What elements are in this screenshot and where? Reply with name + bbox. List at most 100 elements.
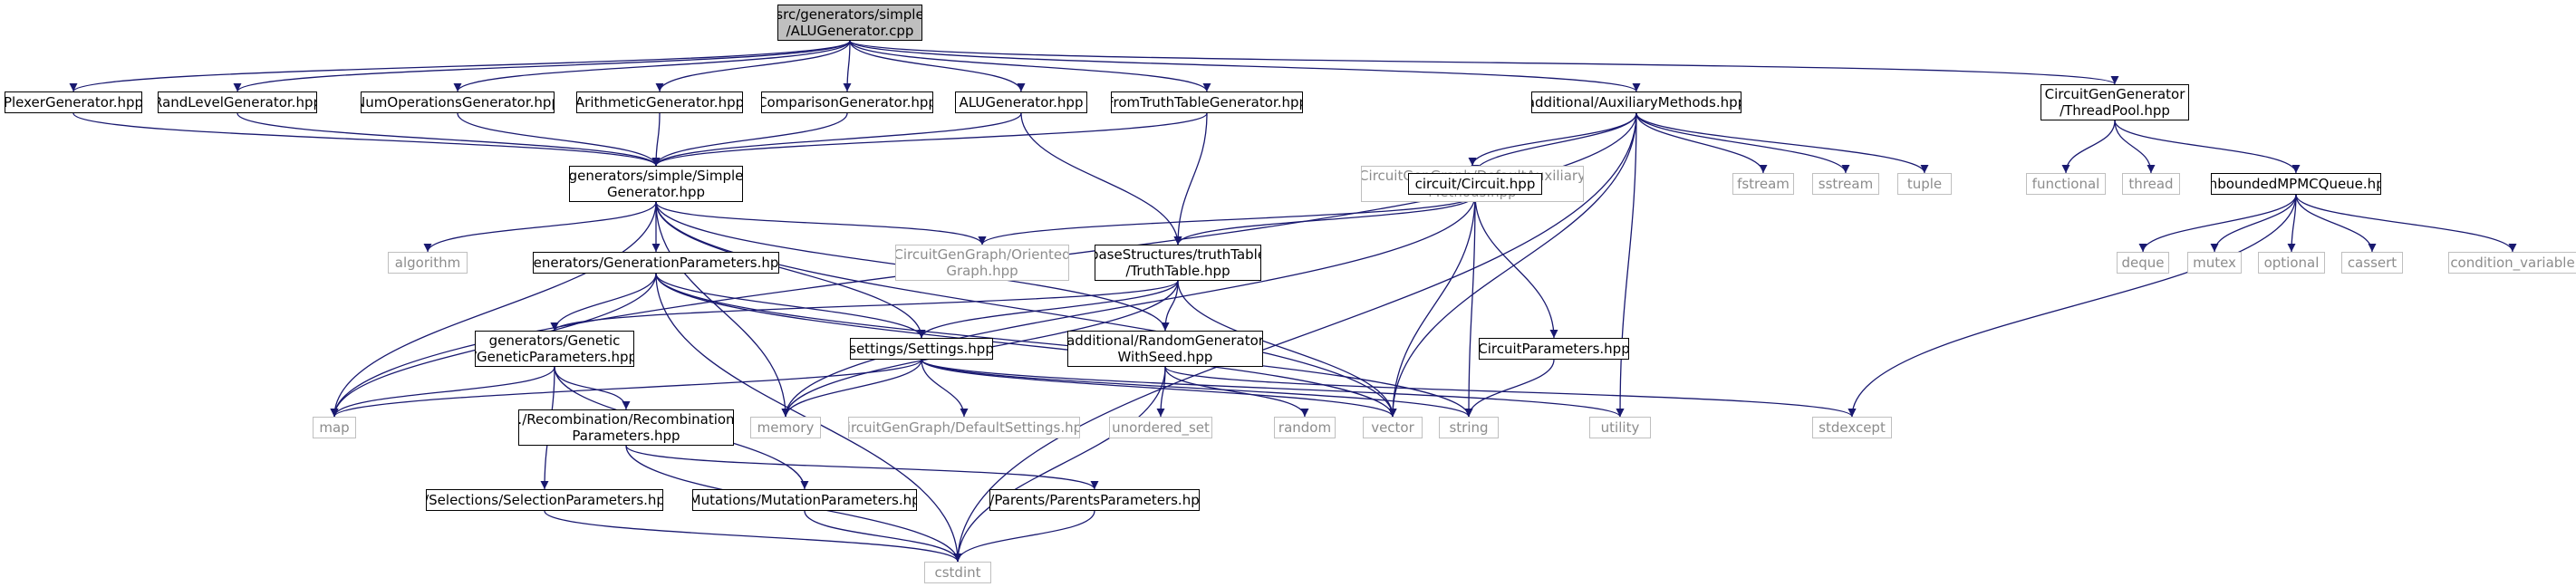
node-genparams[interactable]: generators/GenerationParameters.hpp [533,252,779,274]
node-label: map [319,419,350,436]
node-label: optional [2263,255,2320,271]
node-fstream: fstream [1732,173,1794,195]
edge-circparams-to-string [1464,359,1555,418]
edge-root-to-threadpool [849,40,2119,85]
node-randlevel[interactable]: RandLevelGenerator.hpp [158,91,317,113]
node-label: cassert [2347,255,2398,271]
edge-auxil-to-fstream [1635,112,1768,174]
edge-arith-to-simplegen [651,112,661,167]
node-label: string [1449,419,1489,436]
node-label: /ALUGenerator.cpp [786,23,914,39]
node-settings[interactable]: settings/Settings.hpp [850,338,993,360]
node-numops[interactable]: NumOperationsGenerator.hpp [361,91,555,113]
node-root[interactable]: src/generators/simple/ALUGenerator.cpp [777,5,922,41]
node-label: unordered_set [1112,419,1210,436]
node-label: ../Parents/ParentsParameters.hpp [989,492,1200,508]
edge-randgen-to-random [1164,366,1309,418]
node-label: generators/simple/Simple [569,168,743,184]
node-label: CircuitGenGraph/DefaultSettings.hpp [848,419,1080,436]
edge-circuit-to-truthtable [1173,194,1476,245]
node-label: condition_variable [2450,255,2575,271]
edge-circuit-to-vector [1388,194,1476,418]
node-label: RandLevelGenerator.hpp [158,94,317,111]
node-mpmc[interactable]: UnboundedMPMCQueue.hpp [2211,173,2381,195]
edge-layer [69,40,2517,563]
node-label: thread [2128,176,2174,192]
node-label: fstream [1737,176,1790,192]
node-algorithm: algorithm [388,252,468,274]
node-utility: utility [1589,417,1651,438]
node-circuit[interactable]: circuit/Circuit.hpp [1408,173,1542,195]
node-label: /ThreadPool.hpp [2060,102,2170,119]
edge-threadpool-to-thread [2114,120,2156,174]
node-compar[interactable]: ComparisonGenerator.hpp [761,91,933,113]
edge-recomb-to-parents [625,445,1099,490]
edge-mpmc-to-optional [2287,194,2297,253]
node-cassert: cassert [2341,252,2403,274]
node-selection[interactable]: ../Selections/SelectionParameters.hpp [426,489,663,511]
node-mutation[interactable]: ./Mutations/MutationParameters.hpp [692,489,917,511]
node-label: deque [2121,255,2165,271]
node-fromtt[interactable]: FromTruthTableGenerator.hpp [1111,91,1303,113]
node-alugen[interactable]: ALUGenerator.hpp [955,91,1087,113]
node-label: NumOperationsGenerator.hpp [361,94,555,111]
edge-parents-to-cstdint [953,510,1095,563]
node-mutex: mutex [2187,252,2242,274]
node-random: random [1274,417,1336,438]
edge-truthtable-to-settings [917,280,1179,339]
node-label: circuit/Circuit.hpp [1414,176,1536,192]
node-map: map [313,417,356,438]
edge-root-to-numops [453,40,851,92]
node-unordset: unordered_set [1109,417,1212,438]
node-auxil[interactable]: additional/AuxiliaryMethods.hpp [1531,91,1741,113]
node-threadpool[interactable]: CircuitGenGenerator/ThreadPool.hpp [2041,84,2189,120]
node-label: generators/GenerationParameters.hpp [533,255,779,271]
node-genetic[interactable]: generators/Genetic/GeneticParameters.hpp [475,331,634,367]
node-parents[interactable]: ../Parents/ParentsParameters.hpp [989,489,1200,511]
edge-simplegen-to-algorithm [423,201,657,253]
edge-root-to-arith [655,40,851,92]
node-sstream: sstream [1812,173,1879,195]
node-defsettings: CircuitGenGraph/DefaultSettings.hpp [848,417,1080,438]
node-label: ALUGenerator.hpp [959,94,1084,111]
node-label: WithSeed.hpp [1117,349,1213,365]
node-optional: optional [2258,252,2325,274]
node-deque: deque [2117,252,2169,274]
node-label: Graph.hpp [946,263,1018,279]
edge-simplegen-to-map [330,201,657,418]
node-label: PlexerGenerator.hpp [5,94,142,111]
edge-genetic-to-map [330,366,555,418]
edge-randlevel-to-simplegen [236,112,661,167]
node-label: ./Mutations/MutationParameters.hpp [692,492,917,508]
node-circparams[interactable]: CircuitParameters.hpp [1479,338,1629,360]
node-label: stdexcept [1819,419,1886,436]
node-label: ../Selections/SelectionParameters.hpp [426,492,663,508]
node-condvar: condition_variable [2448,252,2576,274]
node-tuple: tuple [1897,173,1952,195]
node-thread: thread [2122,173,2180,195]
node-label: ./Recombination/Recombination [518,411,734,428]
edge-numops-to-simplegen [457,112,661,167]
edge-mpmc-to-cassert [2295,194,2377,253]
node-memory: memory [750,417,821,438]
node-label: generators/Genetic [488,332,621,349]
node-functional: functional [2026,173,2106,195]
edge-circuit-to-string [1464,194,1476,418]
node-truthtable[interactable]: baseStructures/truthTable/TruthTable.hpp [1095,245,1261,281]
edge-auxil-to-cstdint [953,112,1637,563]
node-arith[interactable]: ArithmeticGenerator.hpp [576,91,743,113]
node-label: CircuitGenGenerator [2044,86,2185,102]
node-label: /TruthTable.hpp [1125,263,1230,279]
edge-mpmc-to-mutex [2210,194,2297,253]
edge-settings-to-string [921,359,1473,418]
edge-auxil-to-circuit [1471,112,1637,174]
edge-circuit-to-memory [781,194,1476,418]
node-label: additional/RandomGenerator [1067,332,1263,349]
node-label: mutex [2193,255,2236,271]
edge-selection-to-cstdint [544,510,962,563]
node-plexer[interactable]: PlexerGenerator.hpp [5,91,142,113]
